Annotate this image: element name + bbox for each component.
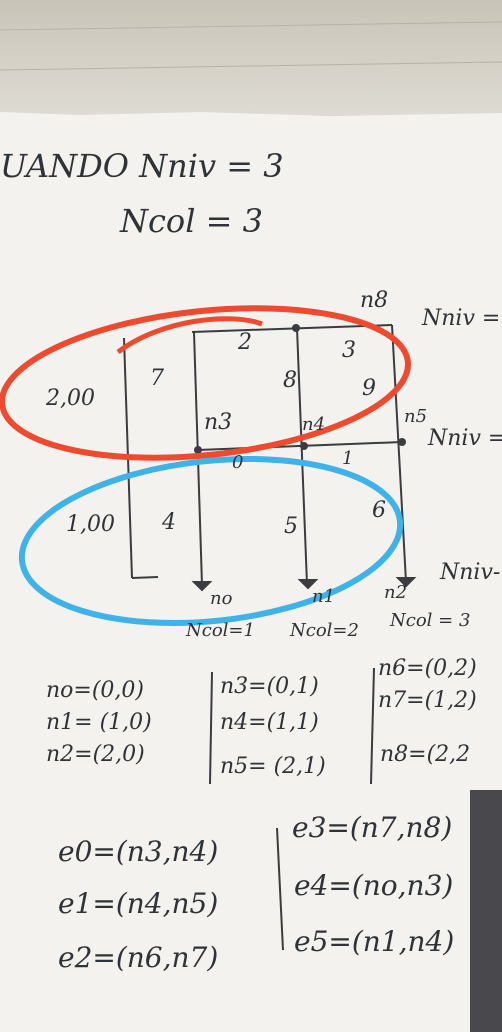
- node-coord: no=(0,0): [46, 678, 145, 703]
- node-label: no: [210, 588, 233, 609]
- torn-paper-top: [0, 0, 502, 115]
- node-coord: n4=(1,1): [220, 710, 319, 735]
- ncol-label: Ncol = 3: [390, 610, 471, 631]
- edge-def: e1=(n4,n5): [58, 887, 219, 920]
- element-number: 8: [283, 368, 297, 393]
- node-label: n8: [360, 288, 389, 313]
- node-label: n1: [312, 586, 336, 607]
- ncol-label: Ncol=2: [290, 620, 359, 641]
- edge-def: e4=(no,n3): [294, 869, 454, 902]
- element-number: 5: [284, 514, 298, 539]
- edge-def: e0=(n3,n4): [58, 835, 219, 868]
- element-number: 4: [162, 510, 176, 535]
- element-number: 0: [232, 452, 244, 473]
- node-coord: n5= (2,1): [220, 754, 326, 779]
- edge-def: e3=(n7,n8): [292, 811, 453, 844]
- header-line2: Ncol = 3: [120, 202, 263, 240]
- paper-sheet: [0, 112, 502, 1032]
- element-number: 1: [342, 448, 354, 469]
- edge-def: e5=(n1,n4): [294, 925, 455, 958]
- divider-line: [370, 667, 375, 785]
- node-coord: n2=(2,0): [46, 742, 145, 767]
- element-number: 9: [362, 376, 376, 401]
- header-line1: UANDO Nniv = 3: [0, 147, 284, 185]
- dimension-label: 1,00: [66, 512, 115, 537]
- node-label: n4: [302, 414, 326, 435]
- edge-def: e2=(n6,n7): [58, 941, 219, 974]
- red-circle-top-level: [0, 305, 412, 461]
- node-coord: n8=(2,2: [380, 742, 471, 767]
- node-coord: n7=(1,2): [378, 688, 477, 713]
- ncol-label: Ncol=1: [186, 620, 255, 641]
- nniv-label: Nniv-: [440, 560, 501, 585]
- node-coord: n6=(0,2): [378, 656, 477, 681]
- node-label: n5: [404, 406, 428, 427]
- divider-line: [209, 671, 213, 785]
- structure-drawing: [123, 324, 417, 592]
- element-number: 6: [372, 498, 386, 523]
- dimension-label: 2,00: [46, 386, 95, 411]
- divider-line: [276, 827, 284, 951]
- node-label: n2: [384, 582, 408, 603]
- node-label: n3: [204, 410, 233, 435]
- blue-circle-bottom-level: [18, 455, 404, 627]
- element-number: 7: [150, 366, 164, 391]
- dark-edge: [470, 790, 502, 1032]
- nniv-label: Nniv =: [422, 306, 501, 331]
- element-number: 2: [238, 330, 252, 355]
- element-number: 3: [342, 338, 356, 363]
- nniv-label: Nniv =: [428, 426, 502, 451]
- node-coord: n1= (1,0): [46, 710, 152, 735]
- node-coord: n3=(0,1): [220, 674, 319, 699]
